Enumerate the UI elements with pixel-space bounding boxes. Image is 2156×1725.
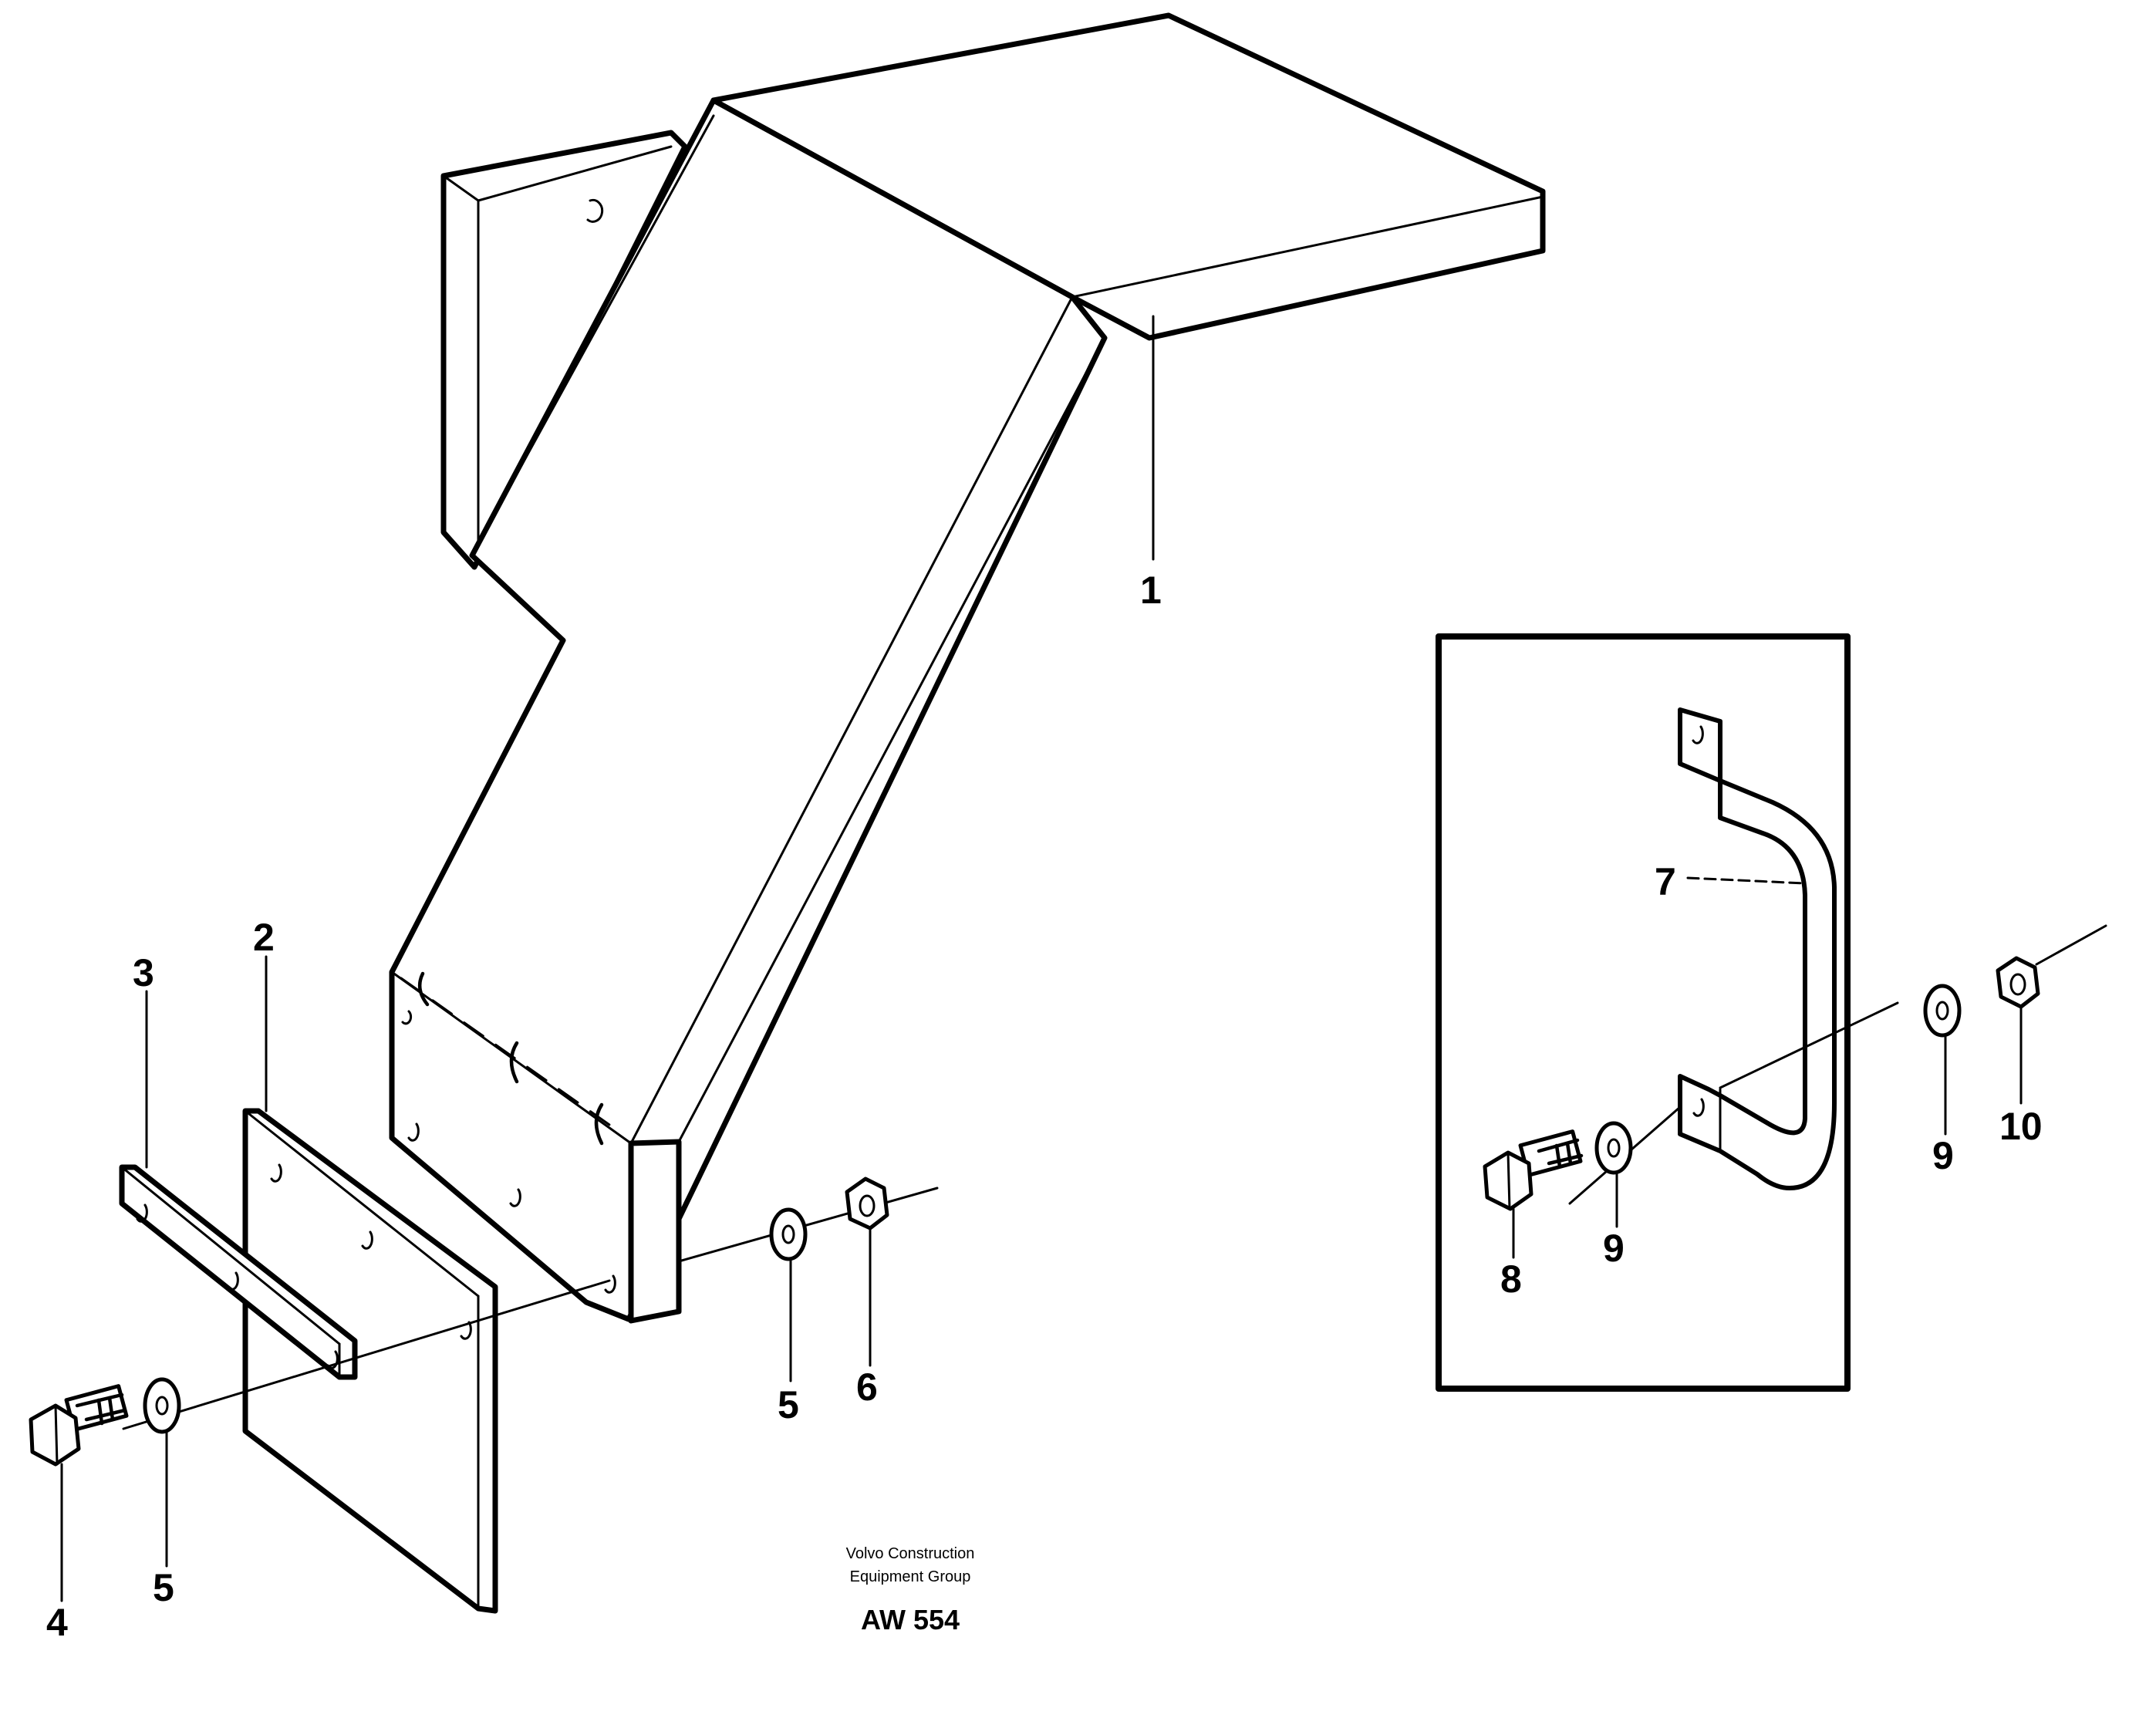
handle-7 [1678,707,1837,1190]
leader-lines [60,315,2023,1602]
callout-7: 7 [1655,860,1676,903]
plate-2 [242,1108,498,1614]
credit-line-2: Equipment Group [850,1568,971,1585]
inset-frame [1436,633,1851,1392]
nut-6 [845,1176,889,1230]
cover-front-face [628,1139,682,1324]
callout-9-left: 9 [1603,1227,1625,1270]
bolt-8 [1483,1129,1584,1211]
callout-5-left: 5 [153,1566,174,1609]
callout-labels: 1 2 3 4 5 5 6 7 8 9 9 10 [46,569,2043,1644]
nut-10 [1996,956,2040,1009]
mounting-plate [242,1108,498,1614]
drawing-code: AW 554 [861,1604,960,1636]
callout-2: 2 [253,916,275,959]
credit-block: Volvo Construction Equipment Group AW 55… [846,1545,975,1636]
callout-6: 6 [856,1365,878,1409]
fastener-axis-right [677,1187,939,1263]
callout-8: 8 [1500,1257,1522,1301]
callout-10: 10 [1999,1105,2043,1148]
inset-axis-mid [1719,1001,1899,1089]
callout-5-right: 5 [778,1383,799,1426]
callout-1: 1 [1140,569,1162,612]
cover-assembly [389,12,1546,1324]
washer-9-right [1923,984,1962,1038]
bracket-hole [586,198,604,223]
fastener-axis-left [122,1279,611,1430]
callout-4: 4 [46,1601,68,1644]
credit-line-1: Volvo Construction [846,1545,975,1562]
bolt-4 [29,1384,129,1467]
cover-sloped-body [389,97,1108,1322]
washer-9-left [1594,1121,1633,1175]
strip-3 [119,1164,358,1380]
callout-9-right: 9 [1932,1134,1954,1177]
clamp-strip [119,1164,358,1380]
callout-3: 3 [133,951,154,994]
washer-5-left [143,1377,181,1434]
washer-5-right [769,1207,808,1261]
inset-axis-right [2035,924,2107,966]
